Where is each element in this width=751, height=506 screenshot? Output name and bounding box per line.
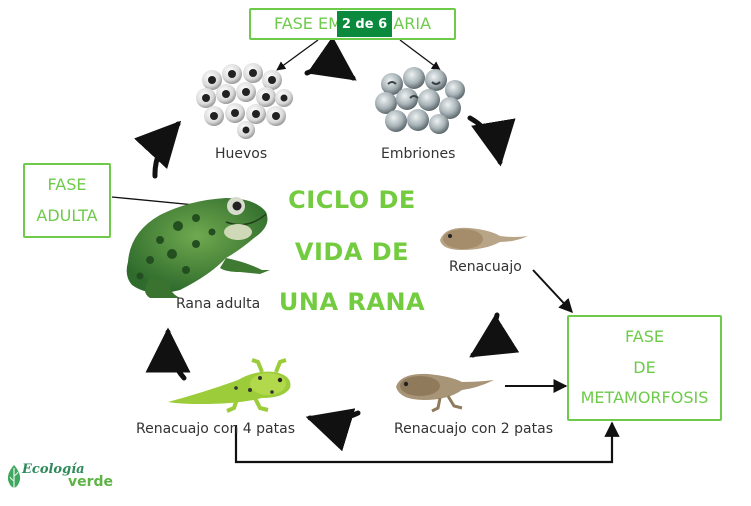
tadpole-icon [440, 227, 528, 250]
brand-logo: Ecología verde [6, 462, 136, 492]
tadpole-two-legs-icon [396, 373, 494, 413]
embryos-icon [375, 67, 465, 134]
metamorphosis-line-2: DE [633, 357, 656, 377]
metamorphosis-phase-box: FASE DE METAMORFOSIS [567, 315, 722, 421]
stage-label-renacuajo-2-patas: Renacuajo con 2 patas [394, 421, 553, 437]
box-pointer-arrows [111, 39, 620, 464]
title-line-3: UNA RANA [278, 288, 426, 316]
title-line-2: VIDA DE [294, 238, 410, 266]
stage-label-rana-adulta: Rana adulta [176, 296, 261, 312]
adult-phase-box: FASE ADULTA [23, 163, 111, 238]
eggs-icon [196, 63, 293, 139]
stage-label-huevos: Huevos [215, 146, 268, 162]
stage-label-embriones: Embriones [381, 146, 456, 162]
brand-name-line-1: Ecología [22, 462, 85, 477]
adult-phase-line-2: ADULTA [36, 205, 98, 225]
tadpole-four-legs-icon [168, 358, 291, 413]
adult-phase-line-1: FASE [47, 175, 87, 195]
stage-label-renacuajo-4-patas: Renacuajo con 4 patas [136, 421, 295, 437]
leaf-logo-icon [7, 465, 21, 488]
title-line-1: CICLO DE [288, 186, 416, 214]
adult-frog-icon [126, 197, 270, 298]
slide-counter-badge: 2 de 6 [337, 11, 392, 37]
stage-label-renacuajo: Renacuajo [449, 259, 522, 275]
brand-name-line-2: verde [68, 474, 114, 490]
metamorphosis-line-3: METAMORFOSIS [580, 388, 709, 408]
metamorphosis-line-1: FASE [625, 327, 664, 347]
cycle-arrows [134, 36, 520, 452]
